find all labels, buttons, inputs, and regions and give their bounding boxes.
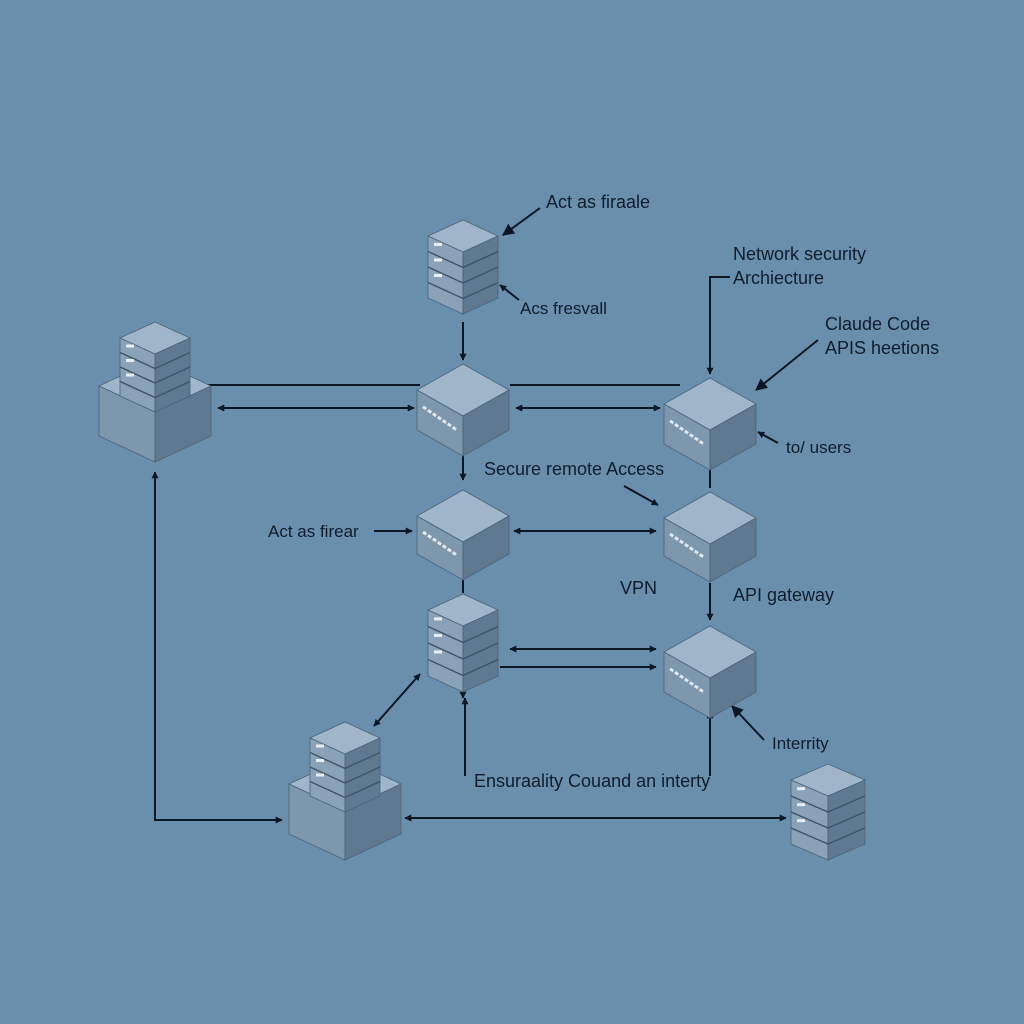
label-interrity: Interrity bbox=[772, 734, 829, 753]
connector-network-label-down bbox=[706, 276, 730, 375]
connector-interrity-arrow bbox=[731, 705, 765, 741]
label-act-as-firewall-top: Act as firaale bbox=[546, 192, 650, 212]
connector-diagonal-double bbox=[373, 673, 421, 727]
connector-secure-remote-arrow bbox=[623, 485, 659, 506]
label-to-users: to/ users bbox=[786, 438, 851, 457]
label-secure-remote-access: Secure remote Access bbox=[484, 459, 664, 479]
connector-act-firewall-arrow bbox=[502, 207, 541, 236]
connector-left-loop bbox=[151, 471, 283, 824]
label-act-as-firear: Act as firear bbox=[268, 522, 359, 541]
node-left-server bbox=[119, 321, 191, 413]
connector-users-arrow bbox=[757, 431, 779, 444]
node-right-box-1 bbox=[663, 377, 757, 471]
node-center-box-2 bbox=[416, 489, 510, 581]
node-center-box-1 bbox=[416, 363, 510, 457]
connectors bbox=[151, 207, 819, 824]
node-right-box-3 bbox=[663, 625, 757, 719]
connector-fresvall-arrow bbox=[499, 284, 520, 301]
node-bottom-right-server bbox=[789, 763, 867, 861]
label-api-gateway: API gateway bbox=[733, 585, 834, 605]
label-ensurcality: Ensuraality Couand an interty bbox=[474, 771, 710, 791]
node-top-server bbox=[427, 219, 499, 315]
label-act-as-fresvall: Acs fresvall bbox=[520, 299, 607, 318]
label-vpn: VPN bbox=[620, 578, 657, 598]
node-mid-server bbox=[427, 593, 499, 693]
node-bottom-server bbox=[309, 721, 381, 813]
connector-claude-arrow bbox=[755, 339, 819, 391]
labels: Act as firaale Acs fresvall Network secu… bbox=[268, 192, 939, 791]
nodes bbox=[98, 219, 867, 861]
node-right-box-2 bbox=[663, 491, 757, 583]
